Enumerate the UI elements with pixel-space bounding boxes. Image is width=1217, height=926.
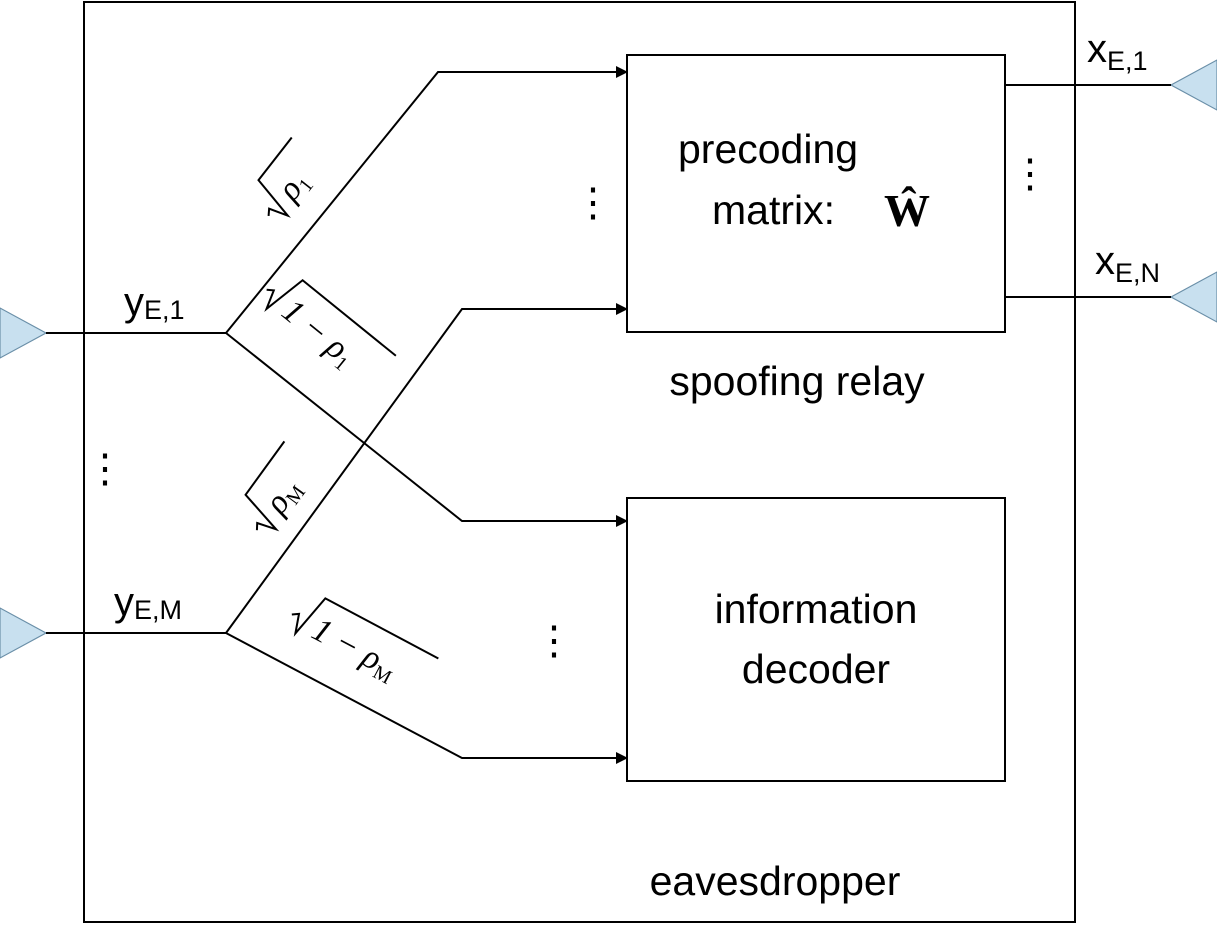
branch-1-to-relay (225, 66, 628, 334)
spoofing-relay-label: spoofing relay (669, 358, 925, 404)
antenna-input-1-icon (0, 307, 48, 359)
eavesdropper-label: eavesdropper (650, 858, 901, 904)
antenna-input-M-icon (0, 607, 48, 659)
decoder-label-line2: decoder (742, 646, 890, 692)
ellipsis-inputs: ⋮ (85, 447, 125, 491)
input-label-y1: yE,1 (124, 280, 185, 325)
branch-M-to-relay (225, 303, 628, 634)
ellipsis-relay-inputs: ⋮ (573, 181, 613, 225)
decoder-block (626, 497, 1006, 782)
branch-M-to-decoder (225, 632, 628, 764)
ellipsis-relay-outputs: ⋮ (1010, 152, 1050, 196)
output-label-x1: xE,1 (1087, 27, 1148, 76)
branch-1-to-decoder (225, 332, 628, 527)
antenna-output-N-icon (1169, 271, 1217, 323)
ellipsis-decoder-inputs: ⋮ (534, 619, 574, 663)
antenna-output-1-icon (1169, 59, 1217, 111)
precoding-block (626, 54, 1006, 333)
precoding-label-line1: precoding (678, 126, 858, 172)
precoding-matrix-symbol: Ŵ (884, 185, 930, 236)
decoder-label-line1: information (715, 586, 918, 632)
output-label-xN: xE,N (1095, 239, 1160, 288)
input-label-yM: yE,M (114, 580, 182, 625)
precoding-label-line2: matrix: (712, 187, 835, 233)
